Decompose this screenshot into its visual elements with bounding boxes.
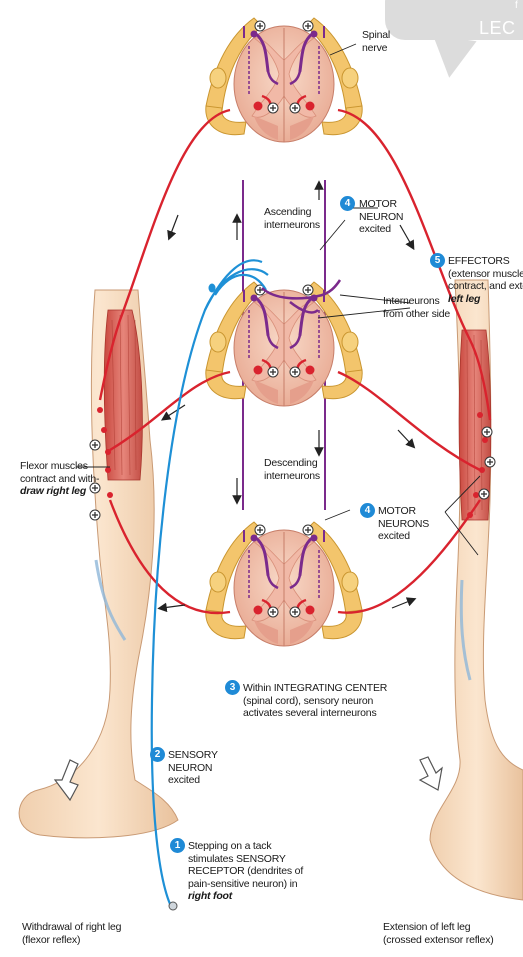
step-5-badge: 5 (430, 253, 445, 268)
step-2-badge: 2 (150, 747, 165, 762)
motor-neuron-label: MOTOR NEURON excited (359, 198, 403, 236)
extension-caption: Extension of left leg (crossed extensor … (383, 921, 494, 946)
integrating-center-label: Within INTEGRATING CENTER (spinal cord),… (243, 682, 387, 720)
step-1-badge: 1 (170, 838, 185, 853)
effectors-label: EFFECTORS (extensor muscles) contract, a… (448, 255, 523, 305)
ascending-interneurons-label: Ascending interneurons (264, 206, 320, 231)
descending-interneurons-label: Descending interneurons (264, 457, 320, 482)
withdrawal-caption: Withdrawal of right leg (flexor reflex) (22, 921, 121, 946)
extension-arrow (420, 757, 442, 790)
interneurons-other-side-label: Interneurons from other side (383, 295, 450, 320)
step-4-badge-top: 4 (340, 196, 355, 211)
tack-icon (169, 902, 177, 910)
sensory-neuron-label: SENSORY NEURON excited (168, 749, 218, 787)
right-leg-muscle (104, 310, 142, 480)
flexor-muscles-label: Flexor muscles contract and with- draw r… (20, 460, 99, 498)
spinal-nerve-label: Spinal nerve (362, 29, 390, 54)
motor-neurons-label: MOTOR NEURONS excited (378, 505, 429, 543)
step-3-badge: 3 (225, 680, 240, 695)
stimulus-label: Stepping on a tack stimulates SENSORY RE… (188, 840, 303, 903)
step-4-badge-mid: 4 (360, 503, 375, 518)
